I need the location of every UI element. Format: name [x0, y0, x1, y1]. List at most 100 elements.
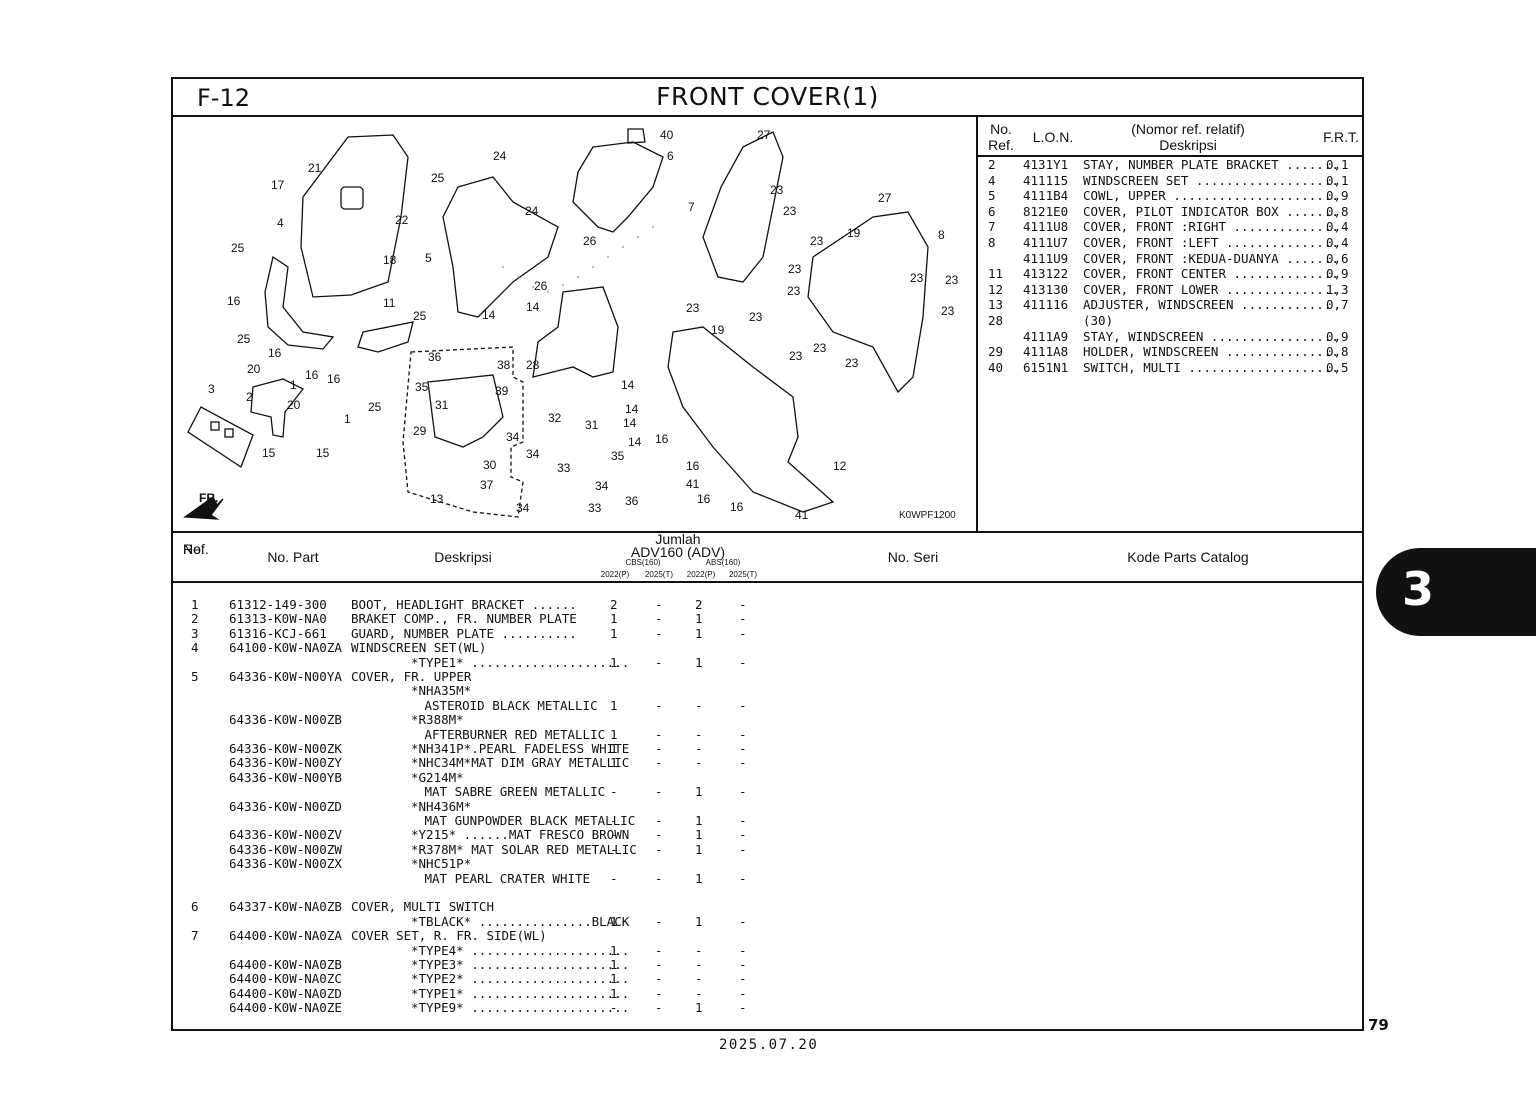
part-qty: 2 — [610, 597, 618, 612]
lon-code: 4131Y1 — [1023, 157, 1069, 172]
diagram-code: K0WPF1200 — [899, 510, 956, 521]
part-number: 64336-K0W-N00ZY — [229, 755, 342, 771]
svg-text:41: 41 — [795, 508, 809, 522]
part-qty: - — [695, 985, 703, 1001]
part-desc: *NH436M* — [411, 798, 472, 814]
svg-text:23: 23 — [813, 341, 827, 355]
part-qty: - — [655, 697, 663, 713]
svg-text:35: 35 — [611, 449, 625, 463]
part-number: 64400-K0W-NA0ZB — [229, 957, 342, 972]
svg-text:41: 41 — [686, 477, 700, 491]
part-qty: - — [695, 726, 703, 742]
part-qty: - — [739, 726, 747, 742]
part-qty: 1 — [610, 985, 618, 1001]
svg-text:8: 8 — [938, 228, 945, 242]
part-qty: 1 — [610, 942, 618, 958]
part-qty: - — [610, 827, 618, 843]
lon-code: 8121E0 — [1023, 203, 1069, 219]
part-desc: *NHC34M*MAT DIM GRAY METALLIC — [411, 755, 630, 771]
lon-code: 4111U9 — [1023, 250, 1069, 266]
part-qty: 1 — [610, 741, 618, 756]
svg-text:23: 23 — [845, 356, 859, 370]
part-number: 64100-K0W-NA0ZA — [229, 640, 342, 656]
lon-table: No.Ref. L.O.N. (Nomor ref. relatif)Deskr… — [978, 117, 1362, 531]
lon-header-lon: L.O.N. — [1032, 129, 1074, 145]
part-ref: 4 — [191, 640, 199, 656]
part-qty: - — [739, 1000, 747, 1016]
lon-desc: COVER, FRONT :RIGHT .............. — [1083, 219, 1339, 235]
part-row: 64336-K0W-N00ZK*NH341P*.PEARL FADELESS W… — [173, 741, 1362, 756]
svg-text:25: 25 — [237, 332, 251, 346]
svg-text:35: 35 — [415, 380, 429, 394]
svg-text:23: 23 — [941, 304, 955, 318]
lon-desc: WINDSCREEN SET ................... — [1083, 172, 1339, 188]
lon-ref: 8 — [988, 235, 996, 250]
part-desc: *TBLACK* ...............BLACK — [411, 913, 630, 929]
part-row: 64336-K0W-N00ZY *NHC34M*MAT DIM GRAY META… — [173, 755, 1362, 771]
part-qty: - — [695, 755, 703, 771]
svg-text:19: 19 — [847, 226, 861, 240]
part-qty: 1 — [610, 913, 618, 929]
part-number: 64400-K0W-NA0ZE — [229, 1000, 342, 1016]
part-number: 64336-K0W-N00YA — [229, 669, 342, 684]
lon-frt: 0,6 — [1326, 250, 1349, 266]
svg-text:37: 37 — [480, 478, 494, 492]
svg-text:14: 14 — [526, 300, 540, 314]
part-qty: 1 — [695, 625, 703, 641]
part-qty: 1 — [610, 755, 618, 771]
svg-text:18: 18 — [383, 253, 397, 267]
part-ref: 6 — [191, 899, 199, 915]
part-desc: *TYPE9* ..................... — [411, 1000, 630, 1016]
part-desc: *R378M* MAT SOLAR RED METALLIC — [411, 841, 637, 857]
part-qty: 1 — [695, 870, 703, 886]
svg-text:2: 2 — [246, 390, 253, 404]
part-qty: 1 — [695, 1000, 703, 1016]
header-jumlah: Jumlah — [655, 531, 701, 547]
part-qty: - — [739, 942, 747, 958]
svg-text:17: 17 — [271, 178, 285, 192]
part-qty: - — [739, 841, 747, 857]
part-row: MAT PEARL CRATER WHITE--1- — [173, 870, 1362, 886]
lon-ref: 7 — [988, 219, 996, 235]
part-qty: - — [610, 784, 618, 800]
part-qty: 1 — [610, 957, 618, 972]
part-qty: - — [739, 697, 747, 713]
svg-text:33: 33 — [557, 461, 571, 475]
svg-text:36: 36 — [428, 350, 442, 364]
part-row: 64336-K0W-N00YB*G214M* — [173, 770, 1362, 785]
part-qty: - — [655, 726, 663, 742]
part-qty: - — [739, 755, 747, 771]
lon-desc: COWL, UPPER ...................... — [1083, 188, 1339, 204]
svg-text:14: 14 — [621, 378, 635, 392]
part-row: 64336-K0W-N00ZW*R378M* MAT SOLAR RED MET… — [173, 841, 1362, 857]
svg-text:26: 26 — [534, 279, 548, 293]
lon-code: 4111A9 — [1023, 328, 1069, 344]
svg-text:27: 27 — [757, 128, 771, 142]
lon-desc: (30) — [1083, 313, 1114, 328]
lon-frt: 0,5 — [1326, 359, 1349, 375]
lon-ref: 28 — [988, 313, 1004, 328]
lon-ref: 6 — [988, 203, 996, 219]
part-desc: BOOT, HEADLIGHT BRACKET ...... — [351, 597, 577, 612]
part-ref: 7 — [191, 928, 199, 944]
chapter-tab[interactable]: 3 — [1376, 548, 1536, 636]
part-qty: 2 — [695, 597, 703, 612]
lon-code: 4111B4 — [1023, 188, 1069, 204]
svg-text:30: 30 — [483, 458, 497, 472]
lon-frt: 1,3 — [1326, 281, 1349, 297]
svg-text:13: 13 — [430, 492, 444, 506]
part-qty: - — [610, 1000, 618, 1016]
part-qty: - — [655, 755, 663, 771]
part-number: 64336-K0W-N00ZV — [229, 827, 342, 843]
part-number: 64336-K0W-N00ZX — [229, 856, 342, 872]
number-plate-shape — [187, 406, 254, 468]
header-cbs: CBS(160) — [625, 558, 661, 567]
